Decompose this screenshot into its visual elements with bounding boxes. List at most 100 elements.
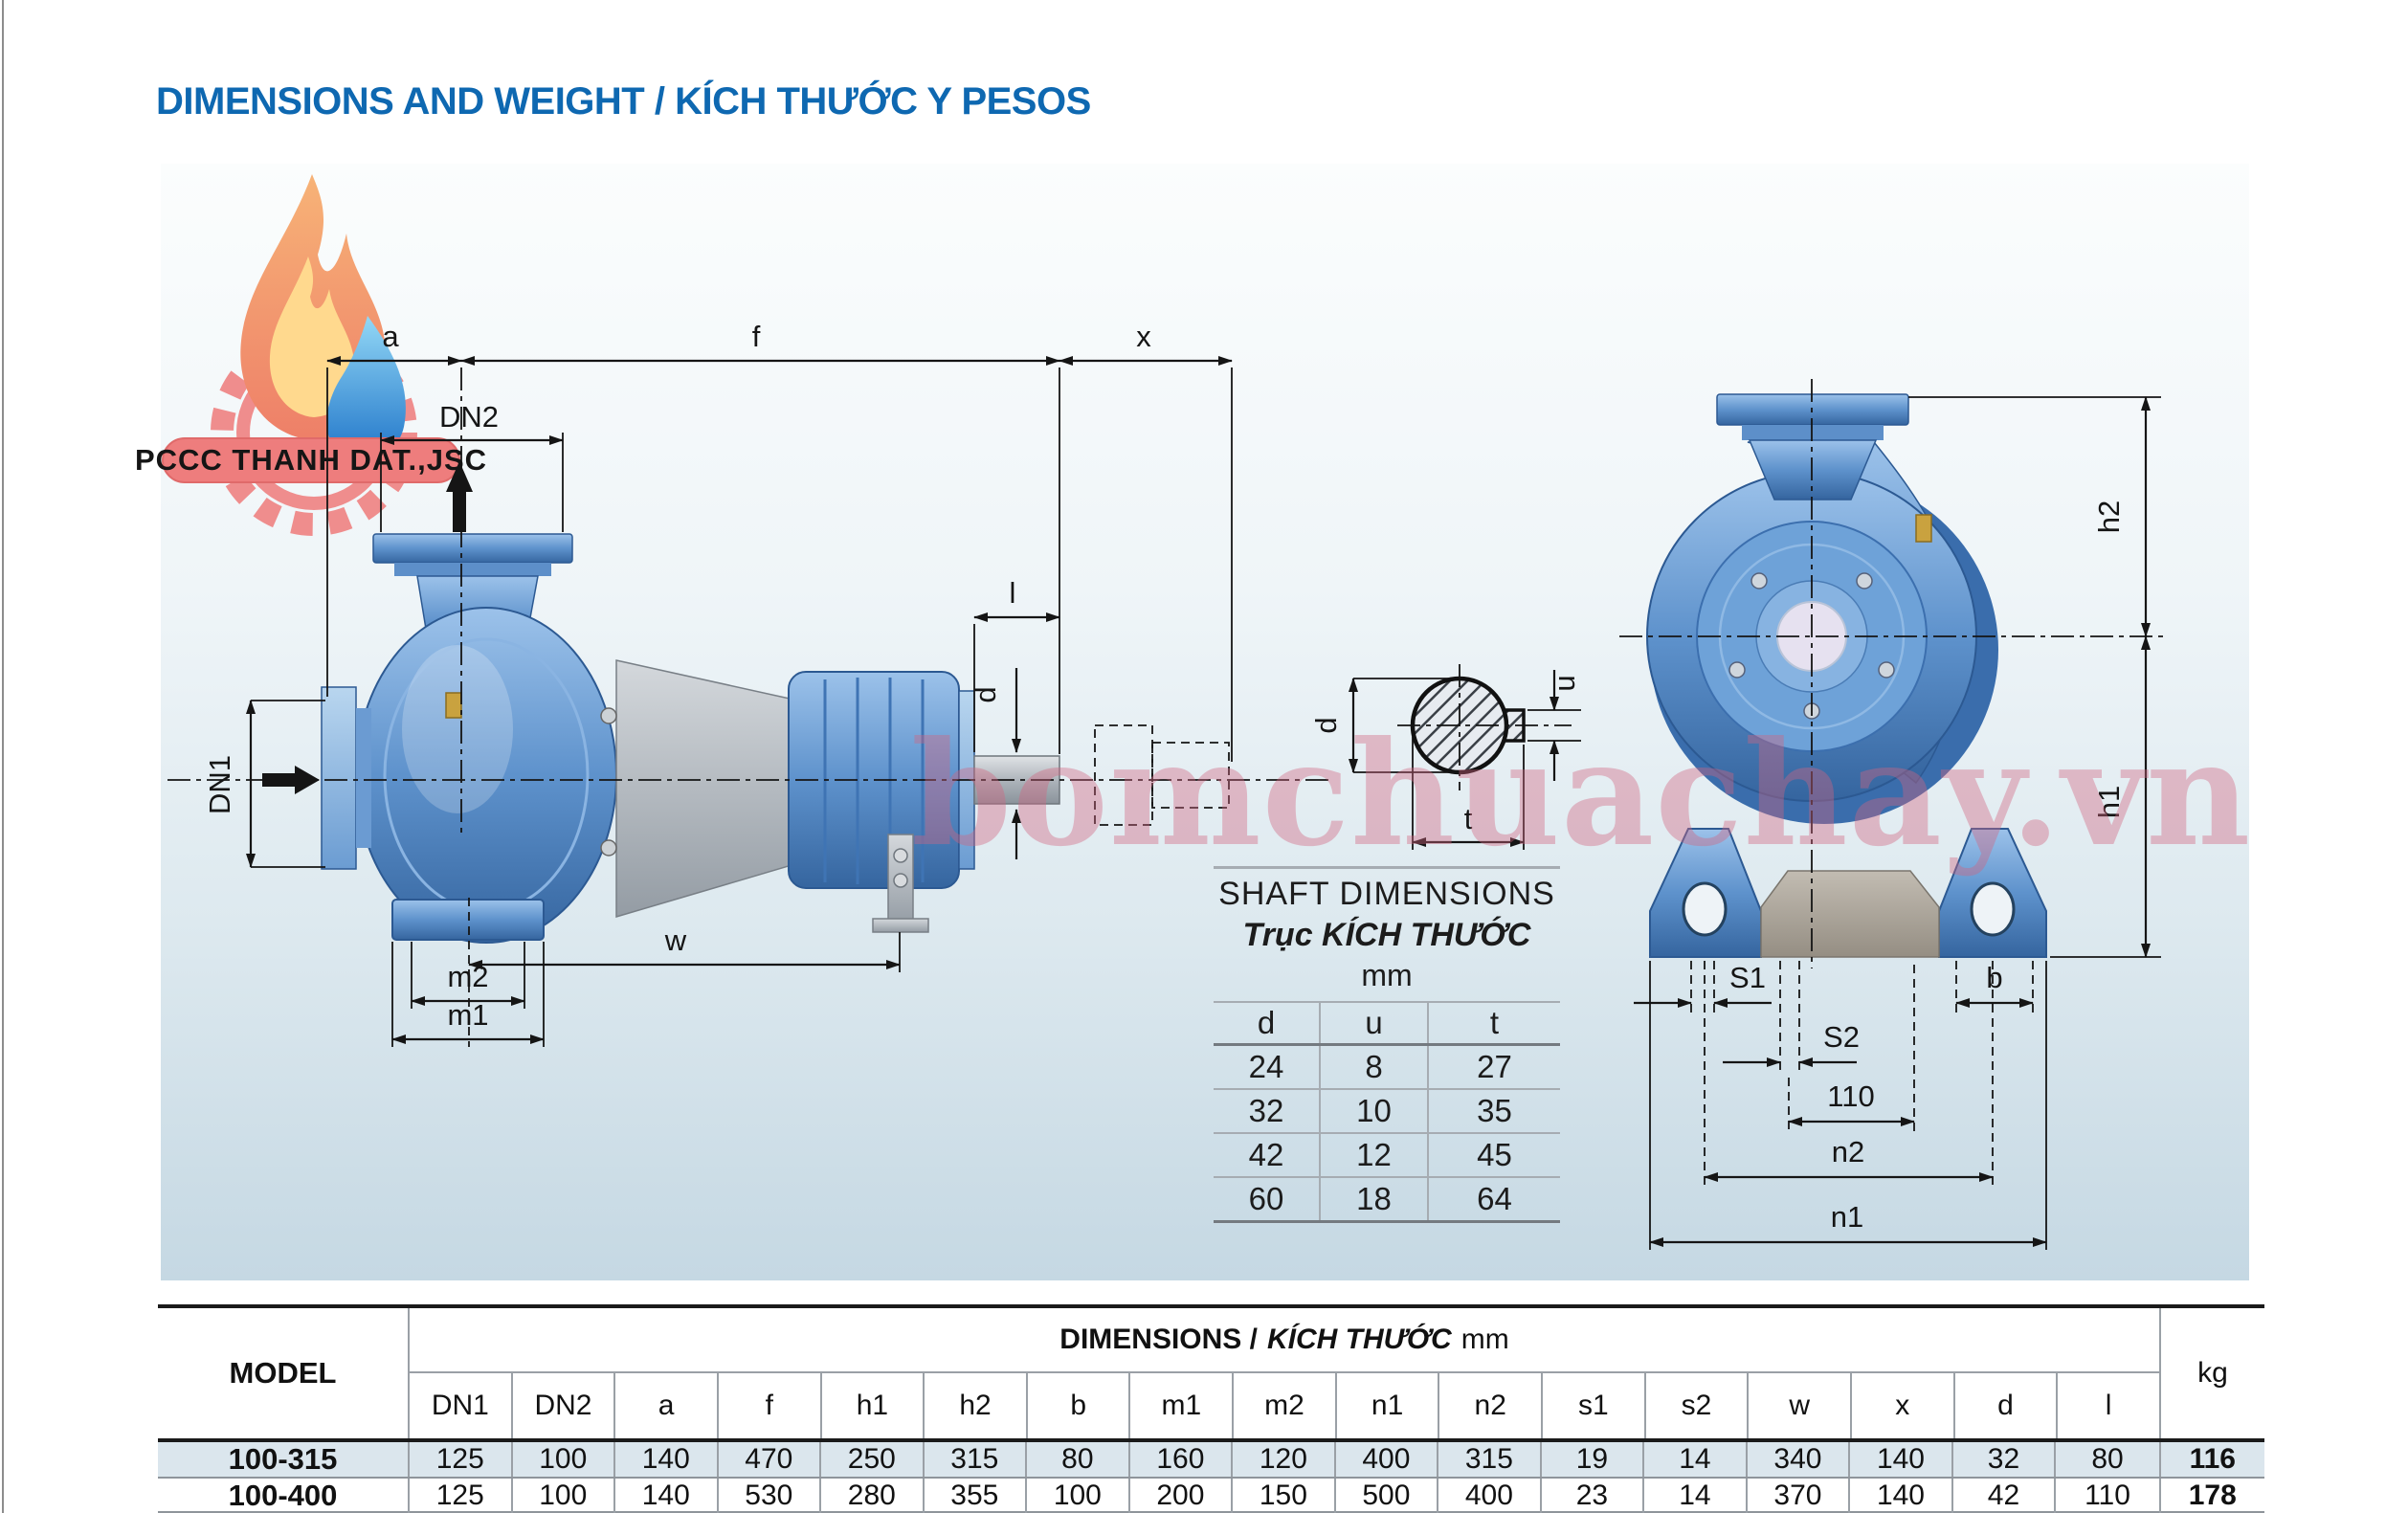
- table-cell: 27: [1477, 1049, 1512, 1084]
- col-header-n1: n1: [1337, 1373, 1440, 1438]
- kg-cell: 178: [2158, 1479, 2264, 1513]
- dim-label-m1: m1: [447, 998, 488, 1032]
- table-cell: 60: [1214, 1178, 1321, 1220]
- dimensions-weight-table: MODEL DIMENSIONS / KÍCH THƯỚC mm DN1 DN2 a…: [158, 1304, 2264, 1513]
- header-unit: mm: [1460, 1324, 1509, 1355]
- dim-label-s2: S2: [1823, 1020, 1860, 1054]
- table-cell: 100: [513, 1479, 616, 1513]
- pump-side-view: [321, 533, 1060, 944]
- pump-front-view: [1646, 393, 2047, 958]
- table-cell: 315: [1438, 1442, 1542, 1477]
- divider: [158, 1438, 2264, 1442]
- shaft-table-title-vi: Trục KÍCH THƯỚC: [1242, 917, 1531, 953]
- table-cell: 10: [1321, 1090, 1429, 1132]
- shaft-table-unit: mm: [1361, 958, 1413, 992]
- table-cell: 280: [821, 1479, 925, 1513]
- col-header-n2: n2: [1439, 1373, 1544, 1438]
- table-cell: 250: [821, 1442, 925, 1477]
- table-cell: 125: [410, 1479, 513, 1513]
- table-cell: 32: [1214, 1090, 1321, 1132]
- table-cell: 42: [1214, 1134, 1321, 1176]
- dim-label-u: u: [1548, 675, 1581, 691]
- table-cell: 530: [719, 1479, 822, 1513]
- col-header-d: d: [1955, 1373, 2059, 1438]
- column-headers-row: DN1 DN2 a f h1 h2 b m1 m2 n1 n2 s1 s2 w …: [410, 1373, 2159, 1438]
- col-header-b: b: [1028, 1373, 1131, 1438]
- table-cell: 110: [2085, 1480, 2130, 1511]
- kg-column-header: kg: [2159, 1308, 2264, 1438]
- model-column-header: MODEL: [158, 1308, 410, 1438]
- table-row: 100-400 125 100 140 530 280 355 100 200 …: [158, 1479, 2264, 1513]
- shaft-table-header-row: d u t: [1214, 1001, 1560, 1046]
- dim-label-s1: S1: [1729, 961, 1766, 994]
- header-dimensions: DIMENSIONS /: [1059, 1324, 1258, 1355]
- page-title: DIMENSIONS AND WEIGHT / KÍCH THƯỚC Y PES…: [156, 80, 1091, 122]
- table-cell: 315: [925, 1442, 1028, 1477]
- col-header-m1: m1: [1130, 1373, 1235, 1438]
- table-cell: 35: [1477, 1093, 1512, 1128]
- table-row: 100-315 125 100 140 470 250 315 80 160 1…: [158, 1442, 2264, 1477]
- dim-label-110: 110: [1827, 1079, 1874, 1113]
- col-header-w: w: [1749, 1373, 1852, 1438]
- side-view-dimensions: a f x DN2 l d DN1 w: [167, 320, 1332, 1047]
- col-header-l: l: [2105, 1390, 2112, 1421]
- table-cell: 23: [1542, 1479, 1645, 1513]
- kg-cell: 116: [2158, 1442, 2264, 1477]
- col-header-m2: m2: [1234, 1373, 1337, 1438]
- table-cell: 140: [1850, 1442, 1953, 1477]
- shaft-col-header-d: d: [1214, 1003, 1321, 1043]
- foot-bolt-hole: [1970, 881, 2016, 937]
- shaft-dimensions-table: SHAFT DIMENSIONS Trục KÍCH THƯỚC mm d u …: [1214, 866, 1560, 1223]
- dim-label-dn1: DN1: [203, 755, 236, 814]
- table-cell: 80: [1027, 1442, 1130, 1477]
- table-cell: 32: [1953, 1442, 2057, 1477]
- table-cell: 500: [1336, 1479, 1439, 1513]
- dim-label-b: b: [1986, 961, 2002, 994]
- company-logo: PCCC THANH DAT.,JSC: [135, 174, 487, 536]
- table-cell: 400: [1438, 1479, 1542, 1513]
- logo-text: PCCC THANH DAT.,JSC: [135, 443, 487, 477]
- pump-foot: [391, 899, 545, 941]
- col-header-s1: s1: [1543, 1373, 1646, 1438]
- table-cell: 12: [1321, 1134, 1429, 1176]
- divider: [158, 1511, 2264, 1513]
- gear-icon: [211, 329, 417, 536]
- table-cell: 340: [1748, 1442, 1851, 1477]
- table-cell: 8: [1321, 1046, 1429, 1088]
- col-header-a: a: [615, 1373, 719, 1438]
- table-cell: 160: [1130, 1442, 1234, 1477]
- table-cell: 140: [615, 1479, 719, 1513]
- col-header-s2: s2: [1646, 1373, 1750, 1438]
- table-cell: 125: [410, 1442, 513, 1477]
- dim-label-h2: h2: [2092, 501, 2126, 533]
- table-cell: 370: [1748, 1479, 1851, 1513]
- table-cell: 80: [2091, 1443, 2124, 1475]
- dimensions-span-header: DIMENSIONS / KÍCH THƯỚC mm: [410, 1308, 2159, 1373]
- dim-label-h1: h1: [2092, 786, 2126, 818]
- table-cell: 400: [1336, 1442, 1439, 1477]
- dim-label-f: f: [752, 320, 761, 353]
- col-header-x: x: [1852, 1373, 1955, 1438]
- table-cell: 14: [1644, 1479, 1748, 1513]
- table-cell: 42: [1953, 1479, 2057, 1513]
- divider: [158, 1477, 2264, 1479]
- table-cell: 64: [1477, 1181, 1512, 1216]
- shaft-col-header-u: u: [1321, 1003, 1429, 1043]
- table-cell: 18: [1321, 1178, 1429, 1220]
- dim-label-d-side: d: [969, 686, 1002, 702]
- flow-arrow-up-icon: [446, 461, 473, 492]
- table-cell: 150: [1233, 1479, 1336, 1513]
- table-cell: 100: [513, 1442, 616, 1477]
- table-cell: 200: [1130, 1479, 1234, 1513]
- dim-label-m2: m2: [447, 960, 488, 993]
- col-header-DN1: DN1: [410, 1373, 513, 1438]
- header-kich-thuoc: KÍCH THƯỚC: [1267, 1324, 1452, 1355]
- table-cell: 120: [1233, 1442, 1336, 1477]
- water-drop-icon: [326, 316, 406, 461]
- dim-label-w: w: [664, 923, 687, 957]
- col-header-f: f: [719, 1373, 822, 1438]
- logo-banner: [162, 437, 460, 483]
- table-cell: 470: [719, 1442, 822, 1477]
- table-cell: 14: [1644, 1442, 1748, 1477]
